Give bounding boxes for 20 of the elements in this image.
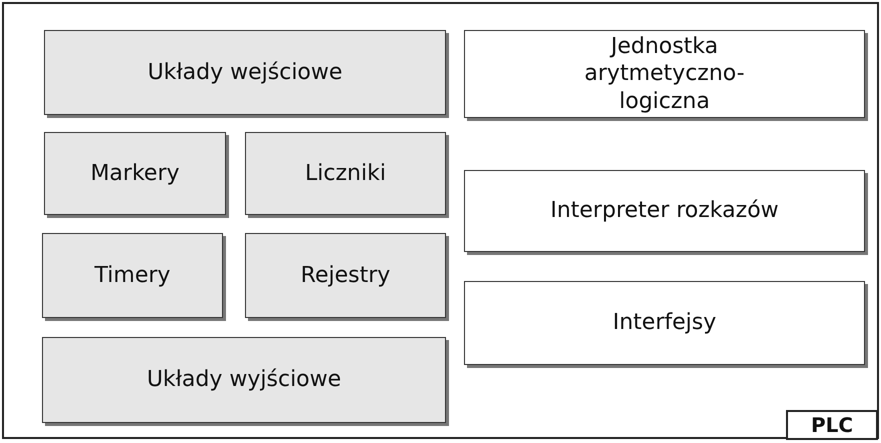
box-label: Układy wejściowe: [148, 58, 342, 86]
block-box: [245, 132, 446, 215]
box-label: Markery: [90, 160, 180, 188]
block-box: [464, 30, 865, 118]
box-label: Interfejsy: [612, 309, 716, 337]
box-label: Interpreter rozkazów: [550, 197, 779, 225]
block-box: [42, 233, 223, 318]
box-label: PLC: [810, 412, 854, 438]
box-label: Układy wyjściowe: [146, 366, 342, 394]
block-box: [44, 30, 446, 115]
block-box: [44, 132, 226, 215]
block-box: [464, 281, 865, 365]
tag-box: [786, 410, 878, 440]
box-label: Liczniki: [305, 160, 386, 188]
box-label: Timery: [94, 262, 170, 290]
box-label: Rejestry: [300, 262, 390, 290]
block-box: [464, 170, 865, 252]
block-box: [42, 337, 446, 423]
box-label: Jednostka arytmetyczno-logiczna: [583, 32, 746, 116]
block-box: [245, 233, 446, 318]
